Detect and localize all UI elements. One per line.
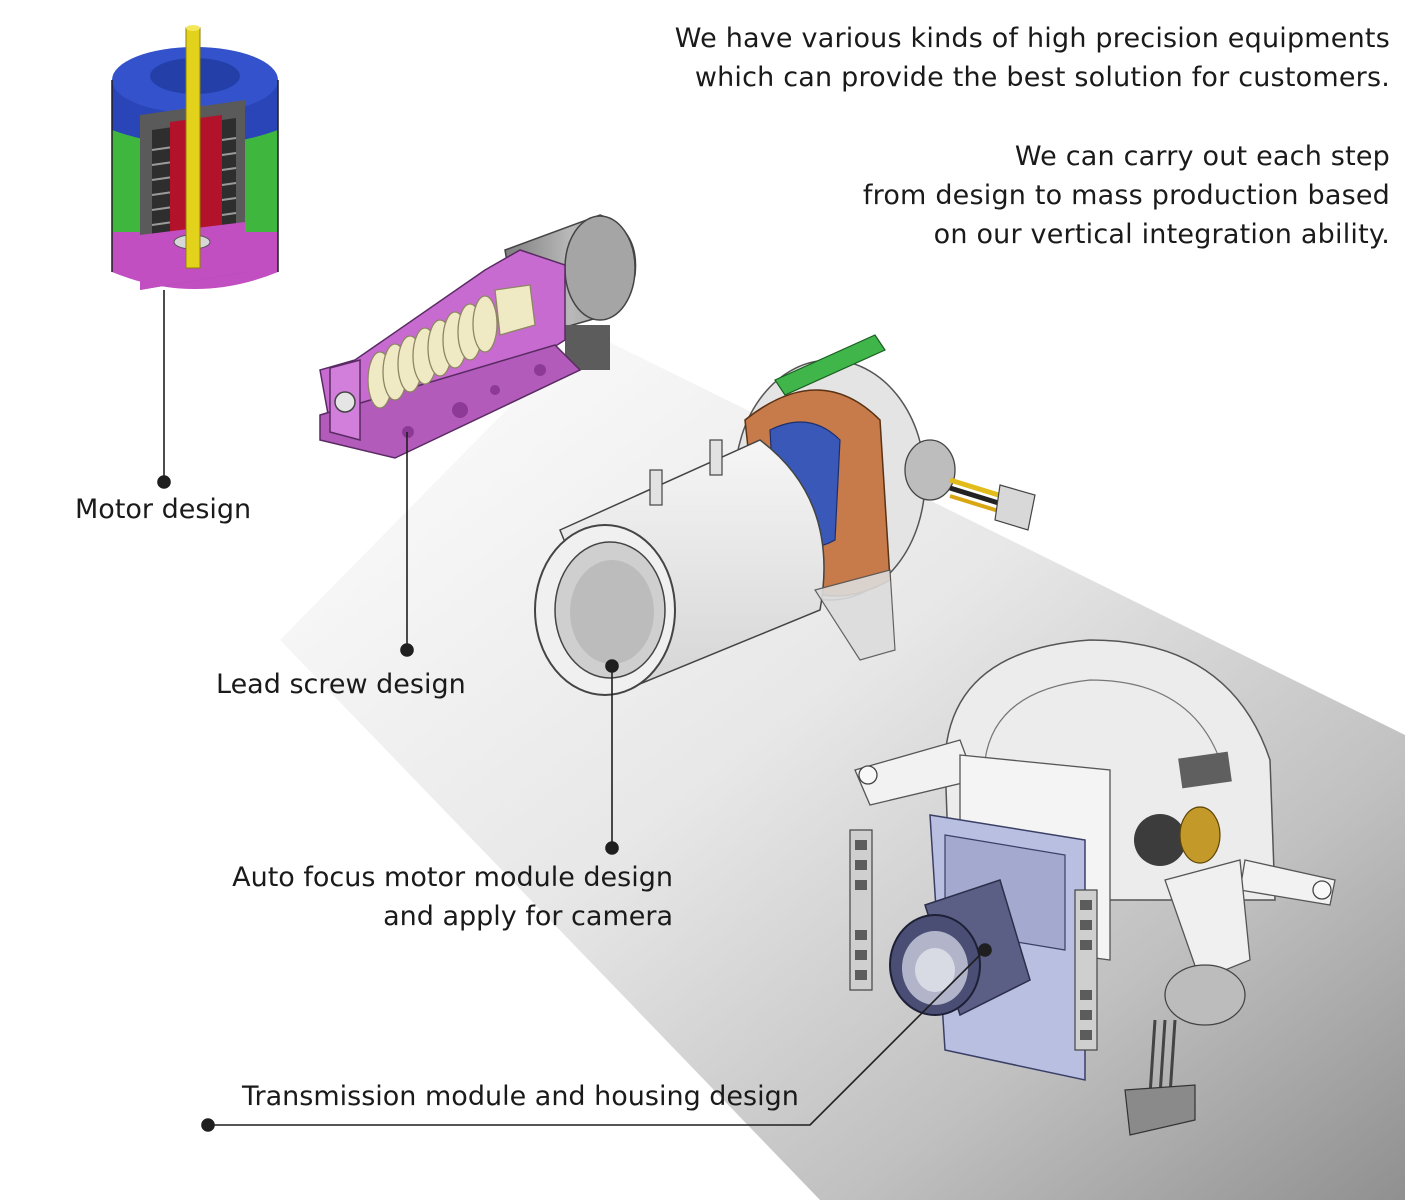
lead-screw-illustration	[319, 214, 637, 459]
lead-screw-design-label: Lead screw design	[216, 669, 466, 700]
intro-line-1: We have various kinds of high precision …	[674, 23, 1390, 54]
motor-design-label: Motor design	[75, 494, 252, 525]
intro-line-3: We can carry out each step	[1014, 141, 1390, 172]
intro-line-4: from design to mass production based	[862, 180, 1390, 211]
auto-focus-leader-dot	[605, 841, 619, 855]
intro-line-5: on our vertical integration ability.	[933, 219, 1390, 250]
auto-focus-label-line-1: Auto focus motor module design	[232, 862, 673, 893]
auto-focus-label: Auto focus motor module design and apply…	[232, 858, 673, 936]
auto-focus-origin-dot	[605, 659, 619, 673]
transmission-leader-dot	[201, 1118, 215, 1132]
transmission-design-label: Transmission module and housing design	[242, 1081, 799, 1112]
lead-screw-leader-dot	[400, 643, 414, 657]
motor-leader-dot	[157, 475, 171, 489]
transmission-origin-dot	[978, 943, 992, 957]
intro-line-2: which can provide the best solution for …	[694, 62, 1390, 93]
intro-text: We have various kinds of high precision …	[675, 19, 1390, 97]
callout-leaders	[157, 290, 992, 1132]
intro-text-2: We can carry out each step from design t…	[863, 137, 1390, 254]
auto-focus-illustration	[534, 334, 1036, 696]
auto-focus-label-line-2: and apply for camera	[383, 901, 673, 932]
transmission-leader-line	[208, 949, 986, 1126]
motor-illustration	[111, 25, 279, 290]
transmission-illustration	[849, 639, 1336, 1136]
